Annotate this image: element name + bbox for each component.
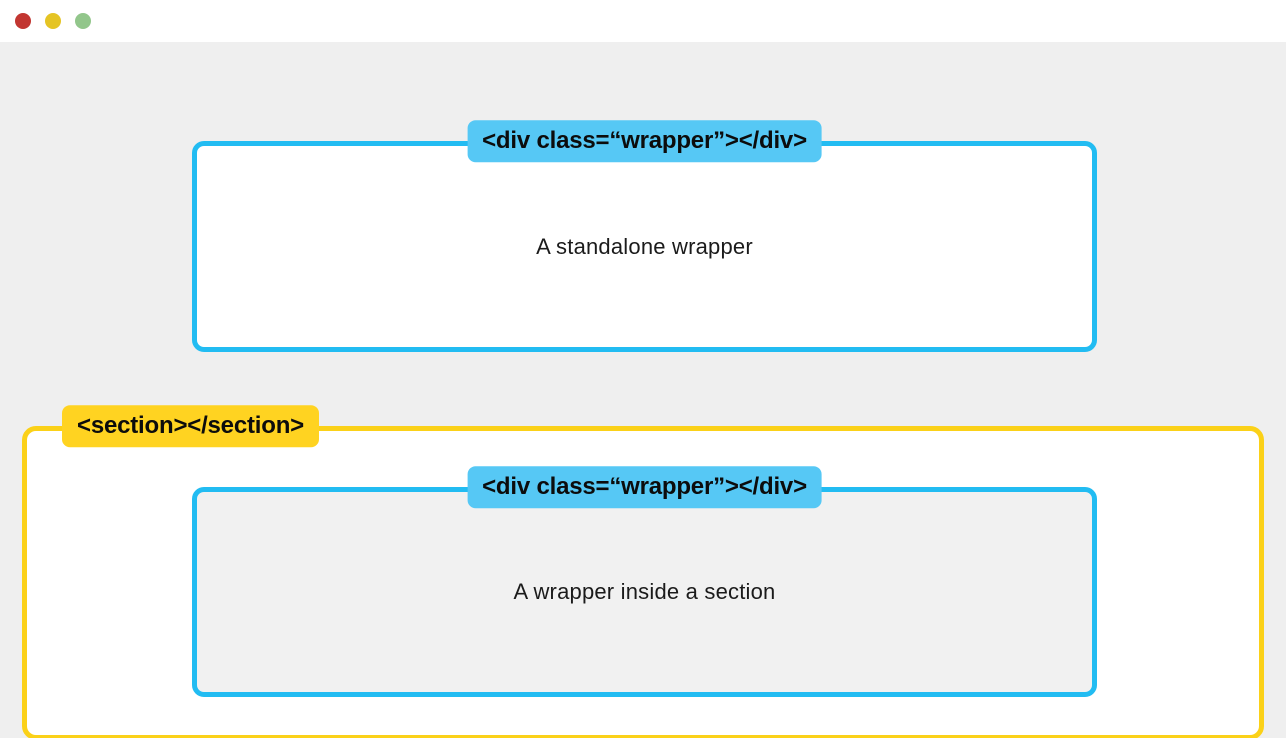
nested-wrapper-tag-label: <div class=“wrapper”></div> — [467, 466, 822, 508]
minimize-window-button[interactable] — [45, 13, 61, 29]
nested-wrapper-box: <div class=“wrapper”></div> A wrapper in… — [192, 466, 1097, 697]
section-box: <section></section> <div class=“wrapper”… — [22, 405, 1264, 738]
diagram-canvas: <div class=“wrapper”></div> A standalone… — [0, 42, 1286, 738]
standalone-wrapper-caption: A standalone wrapper — [536, 233, 753, 259]
standalone-wrapper-box: <div class=“wrapper”></div> A standalone… — [192, 120, 1097, 352]
section-tag-label: <section></section> — [62, 405, 319, 447]
zoom-window-button[interactable] — [75, 13, 91, 29]
nested-wrapper-caption: A wrapper inside a section — [513, 579, 776, 604]
browser-titlebar — [0, 0, 1286, 42]
close-window-button[interactable] — [15, 13, 31, 29]
standalone-wrapper-tag-label: <div class=“wrapper”></div> — [467, 120, 822, 162]
